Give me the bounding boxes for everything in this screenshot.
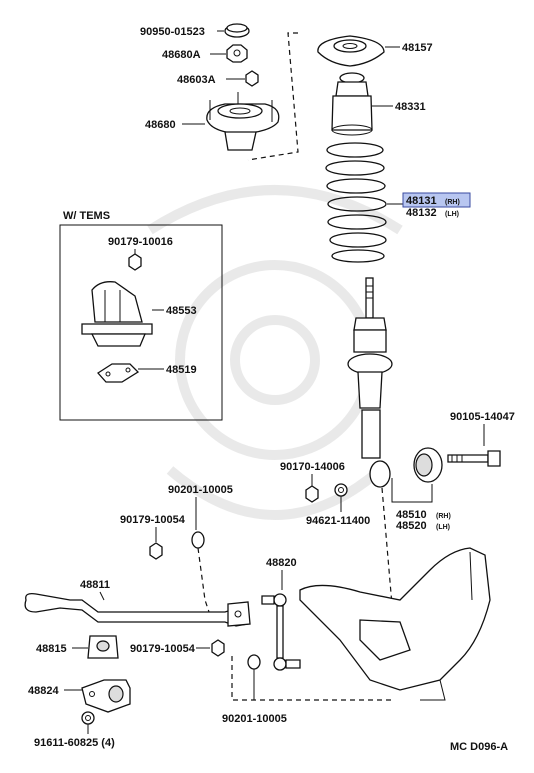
label-48131-side: (RH) xyxy=(445,199,460,206)
label-91611-60825: 91611-60825 (4) xyxy=(34,737,115,749)
label-90105-14047: 90105-14047 xyxy=(450,411,515,423)
label-48520: 48520 xyxy=(396,520,427,532)
label-48603a: 48603A xyxy=(177,74,216,86)
label-90201-10005-b: 90201-10005 xyxy=(222,713,287,725)
washer-94621-11400[interactable] xyxy=(334,483,348,497)
label-48132: 48132 xyxy=(406,207,437,219)
support-48680[interactable] xyxy=(206,92,280,151)
bracket-48519[interactable] xyxy=(97,363,140,383)
bolt-91611-60825[interactable] xyxy=(81,711,95,725)
label-48680: 48680 xyxy=(145,119,176,131)
tems-box xyxy=(59,224,223,421)
bumper-48331[interactable] xyxy=(331,72,373,136)
nut-90170-14006[interactable] xyxy=(305,485,319,503)
label-48331: 48331 xyxy=(395,101,426,113)
dust-cap-90950[interactable] xyxy=(224,23,250,38)
washer-90201-10005-b[interactable] xyxy=(247,654,261,670)
assembly-dash-top xyxy=(247,32,299,161)
nut-48680a[interactable] xyxy=(226,44,248,63)
stabilizer-bar-48811[interactable] xyxy=(24,592,251,627)
lower-control-arm[interactable] xyxy=(299,547,491,701)
label-48824: 48824 xyxy=(28,685,59,697)
label-48553: 48553 xyxy=(166,305,197,317)
label-90201-10005-a: 90201-10005 xyxy=(168,484,233,496)
bracket-48824[interactable] xyxy=(81,679,131,713)
label-48131: 48131 xyxy=(406,195,437,207)
highlight-48131 xyxy=(402,192,471,208)
label-94621-11400: 94621-11400 xyxy=(306,515,370,527)
shock-absorber[interactable] xyxy=(347,277,393,488)
nut-90179-10054-a[interactable] xyxy=(149,542,163,560)
tems-box-title: W/ TEMS xyxy=(63,210,110,222)
label-90170-14006: 90170-14006 xyxy=(280,461,345,473)
label-90179-10054-a: 90179-10054 xyxy=(120,514,186,526)
nut-90179-10054-b[interactable] xyxy=(211,639,225,657)
label-48510-side: (RH) xyxy=(436,513,451,520)
bushing-48815[interactable] xyxy=(87,635,119,659)
nut-48603a[interactable] xyxy=(245,70,259,87)
label-48680a: 48680A xyxy=(162,49,201,61)
dash-stab-a xyxy=(197,547,211,616)
bushing-48510[interactable] xyxy=(413,447,443,483)
label-48157: 48157 xyxy=(402,42,433,54)
label-48132-side: (LH) xyxy=(445,211,459,218)
label-48510: 48510 xyxy=(396,509,427,521)
label-48519: 48519 xyxy=(166,364,197,376)
label-48815: 48815 xyxy=(36,643,67,655)
spring-seat-48157[interactable] xyxy=(317,35,385,67)
label-90179-10054-b: 90179-10054 xyxy=(130,643,196,655)
footer-code: MC D096-A xyxy=(450,741,508,753)
washer-90201-10005-a[interactable] xyxy=(191,531,205,549)
label-48520-side: (LH) xyxy=(436,524,450,531)
label-48811: 48811 xyxy=(80,579,110,591)
nut-90179-10016[interactable] xyxy=(128,253,142,271)
coil-spring-48131[interactable] xyxy=(325,142,387,263)
label-90950-01523: 90950-01523 xyxy=(140,26,205,38)
stabilizer-link-48820[interactable] xyxy=(261,593,301,671)
label-90179-10016: 90179-10016 xyxy=(108,236,173,248)
label-48820: 48820 xyxy=(266,557,297,569)
bolt-90105-14047[interactable] xyxy=(447,450,501,467)
actuator-cover-48553[interactable] xyxy=(81,281,153,347)
